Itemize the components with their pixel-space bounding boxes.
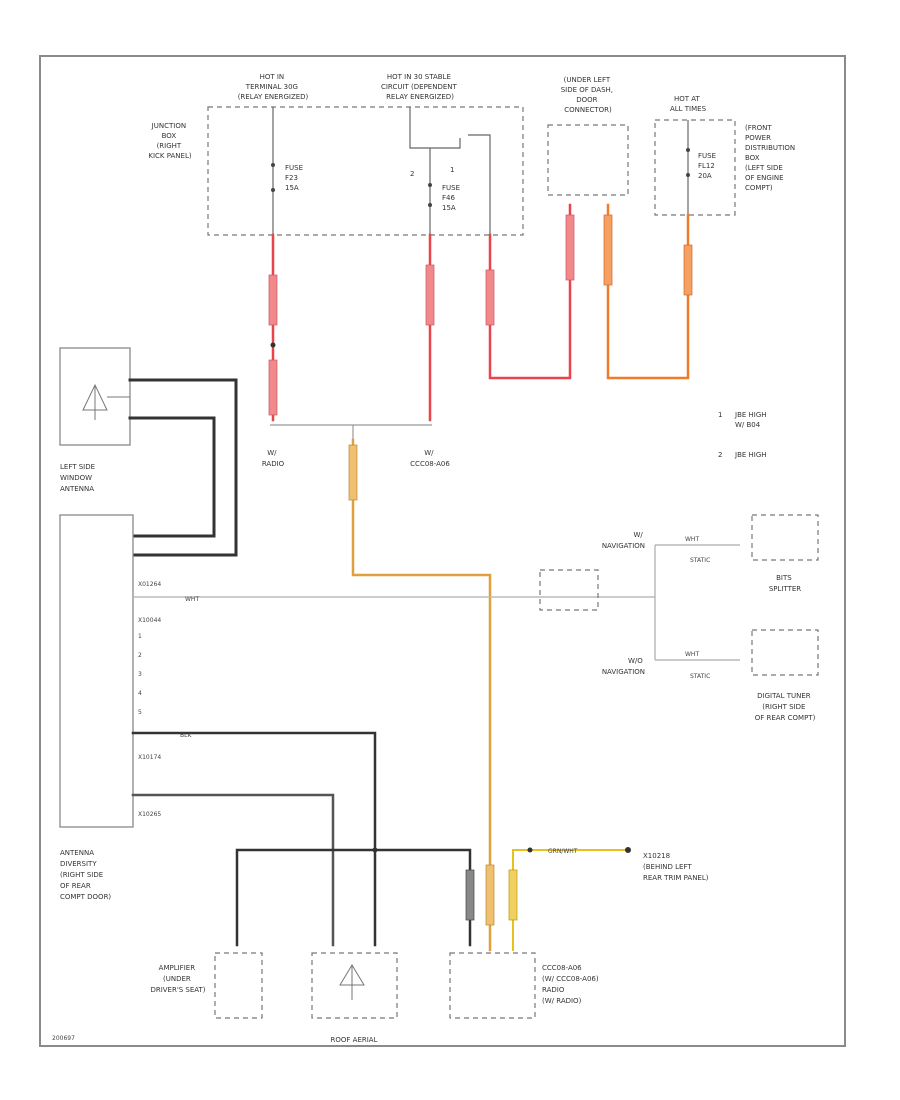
window-antenna-label: LEFT SIDE WINDOW ANTENNA xyxy=(60,463,97,493)
fuse-fl12-label: FUSE FL12 20A xyxy=(698,152,718,180)
pin-3: 3 xyxy=(138,671,142,678)
wire-tag-f23 xyxy=(268,274,278,326)
wire-tag-grn-wht: GRN/WHT xyxy=(548,848,578,855)
pin-5: 5 xyxy=(138,709,142,716)
pin-4: 4 xyxy=(138,690,142,697)
navigation-top-label: W/ NAVIGATION xyxy=(602,531,645,550)
bits-splitter-box xyxy=(751,514,819,561)
wire-tag-radio-black xyxy=(465,869,475,921)
fuse-fl12-dot-top xyxy=(686,148,690,152)
amplifier-box xyxy=(214,952,263,1019)
connector-x01: X01264 xyxy=(138,581,161,588)
fuse-f46-dot-top xyxy=(428,183,432,187)
legend-1-text: JBE HIGH W/ B04 xyxy=(734,411,769,429)
wire-black-radio xyxy=(235,848,472,947)
wire-tag-static-2: STATIC xyxy=(690,673,710,680)
wire-black-antenna-2 xyxy=(128,416,216,538)
roof-aerial-box xyxy=(311,952,398,1019)
wire-tag-stable xyxy=(485,269,495,326)
wire-orange-door xyxy=(606,203,690,380)
roof-aerial-label: ROOF AERIAL xyxy=(331,1036,378,1044)
pin-2: 2 xyxy=(138,652,142,659)
splice-black xyxy=(372,847,378,853)
fuse-f46-dot-bottom xyxy=(428,203,432,207)
hot-stable-label: HOT IN 30 STABLE CIRCUIT (DEPENDENT RELA… xyxy=(381,73,459,101)
wire-red-door xyxy=(488,203,572,380)
wire-black-amp xyxy=(131,731,377,947)
wire-tag-static-1: STATIC xyxy=(690,557,710,564)
radio-unit-box xyxy=(449,952,536,1019)
wire-tag-door-red xyxy=(565,214,575,281)
under-dash-label: (UNDER LEFT SIDE OF DASH, DOOR CONNECTOR… xyxy=(561,76,616,114)
wire-tag-ground xyxy=(508,869,518,921)
splice-red xyxy=(270,342,276,348)
wire-black-aerial xyxy=(131,793,335,947)
ground-label: X10218 (BEHIND LEFT REAR TRIM PANEL) xyxy=(643,852,709,882)
bits-splitter-label: BITS SPLITTER xyxy=(769,574,801,593)
wire-tag-radio-feed xyxy=(485,864,495,926)
pin-2-label: 2 xyxy=(410,170,414,178)
wire-tag-fl12 xyxy=(683,244,693,296)
antenna-diversity-label: ANTENNA DIVERSITY (RIGHT SIDE OF REAR CO… xyxy=(60,849,111,901)
antenna-diversity-box xyxy=(59,514,134,828)
junction-box-label: JUNCTION BOX (RIGHT KICK PANEL) xyxy=(148,122,191,160)
fuse-f23-dot-bottom xyxy=(271,188,275,192)
wire-tag-wht-2: WHT xyxy=(685,536,699,543)
wire-yellow-ground xyxy=(512,849,629,951)
wire-yellow-main xyxy=(351,438,492,952)
front-pdb-outline xyxy=(654,119,736,216)
wire-tag-blk: BLK xyxy=(180,732,192,739)
pin-1-label: 1 xyxy=(450,166,454,174)
connector-x02: X10044 xyxy=(138,617,161,624)
legend-2-num: 2 xyxy=(718,451,722,459)
hot-all-times-label: HOT AT ALL TIMES xyxy=(670,95,707,113)
pin-1: 1 xyxy=(138,633,142,640)
wire-tag-wht-3: WHT xyxy=(685,651,699,658)
wire-black-antenna-1 xyxy=(128,378,238,557)
connector-x04: X10265 xyxy=(138,811,161,818)
relay-switch xyxy=(409,107,461,149)
wire-tag-wht-1: WHT xyxy=(185,596,199,603)
fuse-f46-label: FUSE F46 15A xyxy=(442,184,462,212)
ccc-branch-label: W/ CCC08-A06 xyxy=(410,449,450,468)
wire-tag-main xyxy=(348,444,358,501)
diagram-frame xyxy=(39,55,846,1047)
legend-1-num: 1 xyxy=(718,411,722,419)
fuse-f23-label: FUSE F23 15A xyxy=(285,164,305,192)
wire-tag-f46 xyxy=(425,264,435,326)
junction-box-outline xyxy=(207,106,524,236)
door-connector-outline xyxy=(547,124,629,196)
connector-x03: X10174 xyxy=(138,754,161,761)
front-pdb-label: (FRONT POWER DISTRIBUTION BOX (LEFT SIDE… xyxy=(745,124,797,192)
hot-terminal-label: HOT IN TERMINAL 30G (RELAY ENERGIZED) xyxy=(238,73,309,101)
fuse-f23-dot-top xyxy=(271,163,275,167)
ground-splice xyxy=(527,847,533,853)
inline-connector-outline xyxy=(539,569,599,611)
footer-id: 200697 xyxy=(52,1035,75,1042)
wire-tag-radio xyxy=(268,359,278,416)
radio-unit-label: CCC08-A06 (W/ CCC08-A06) RADIO (W/ RADIO… xyxy=(542,964,601,1005)
fuse-fl12-dot-bottom xyxy=(686,173,690,177)
radio-branch-label: W/ RADIO xyxy=(262,449,285,468)
wire-tag-door-orange xyxy=(603,214,613,286)
stable-circuit-line xyxy=(468,134,491,235)
digital-tuner-label: DIGITAL TUNER (RIGHT SIDE OF REAR COMPT) xyxy=(755,692,816,722)
legend-2-text: JBE HIGH xyxy=(734,451,767,459)
digital-tuner-box xyxy=(751,629,819,676)
navigation-bottom-label: W/O NAVIGATION xyxy=(602,657,645,676)
amplifier-label: AMPLIFIER (UNDER DRIVER'S SEAT) xyxy=(150,964,205,994)
ground-point xyxy=(625,847,631,853)
